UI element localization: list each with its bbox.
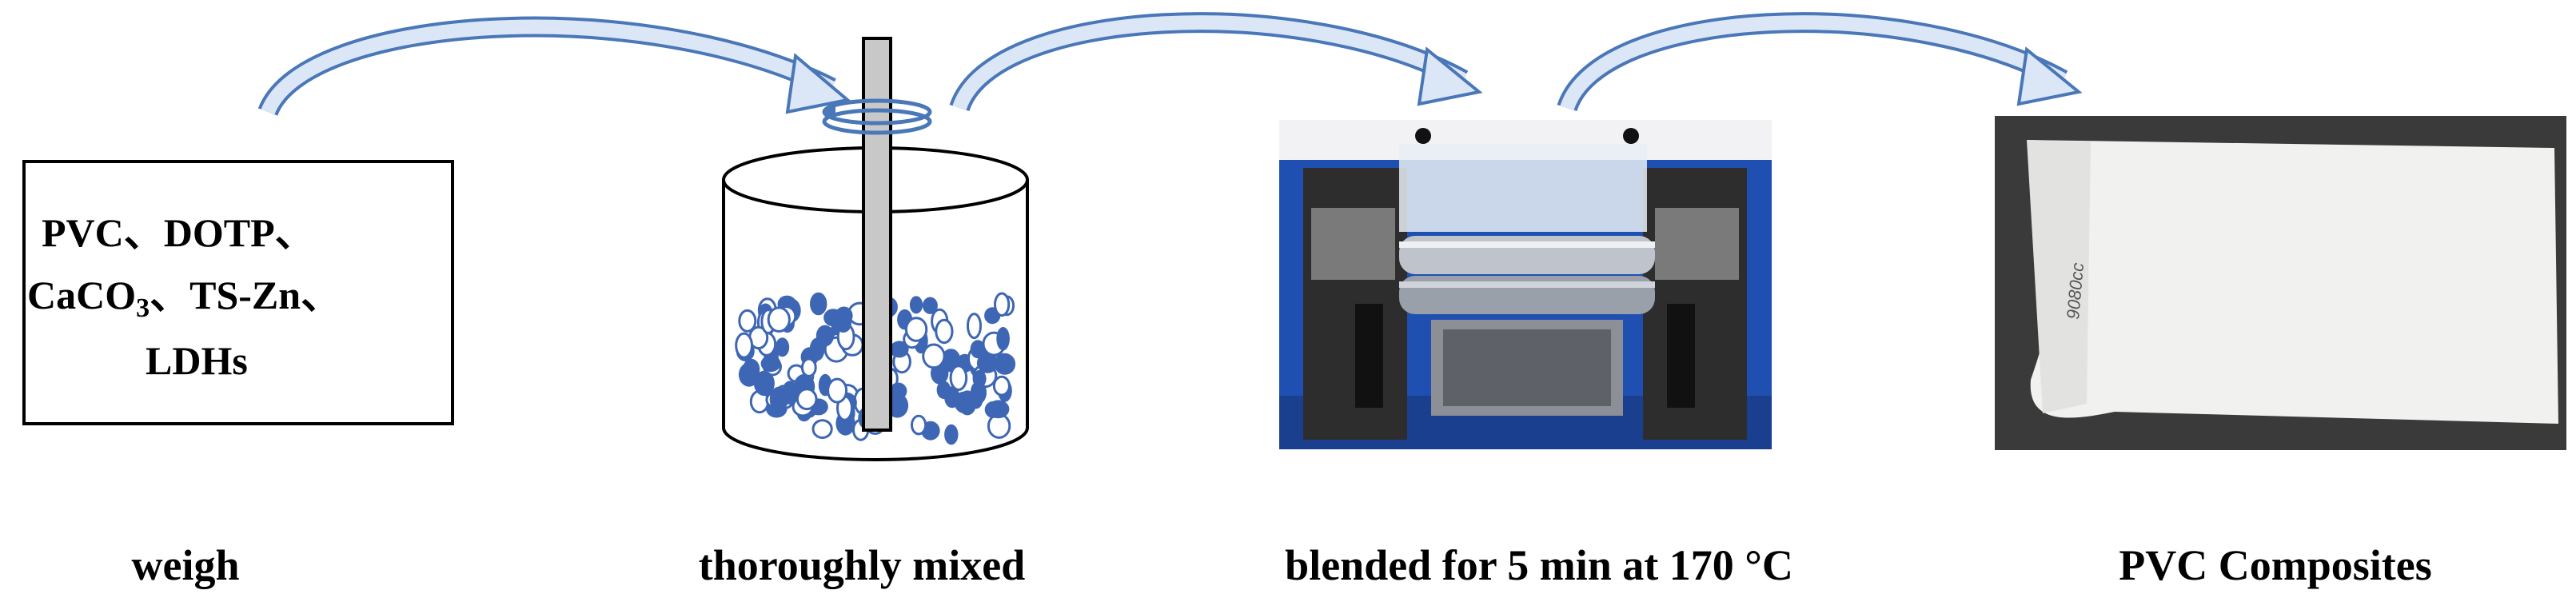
particle	[738, 309, 757, 333]
particle	[970, 381, 987, 405]
flow-arrow-3	[1557, 12, 2083, 112]
flow-arrow-1	[257, 16, 851, 117]
particle	[909, 296, 923, 314]
particle	[810, 292, 827, 316]
ingredient-line-3: LDHs	[146, 338, 248, 383]
particle	[815, 325, 834, 347]
particle	[922, 343, 946, 369]
particle	[811, 419, 833, 439]
two-roll-mill-drawing	[1279, 120, 1772, 449]
particle	[782, 381, 798, 405]
particle	[954, 391, 974, 413]
particle	[827, 377, 848, 404]
particle	[775, 337, 790, 357]
particle	[949, 365, 968, 392]
step-label-blended: blended for 5 min at 170 °C	[1285, 541, 1793, 589]
particle	[967, 313, 982, 340]
step-label-weigh: weigh	[131, 541, 240, 589]
step-label-pvc-composites: PVC Composites	[2119, 541, 2432, 589]
svg-text:9080cc: 9080cc	[2063, 262, 2088, 321]
ingredient-line-2: CaCO3、TS-Zn、	[27, 273, 341, 323]
particle	[904, 317, 928, 342]
particle	[994, 353, 1016, 375]
particle	[976, 353, 999, 373]
pvc-composite-photo: 9080cc	[1995, 116, 2566, 450]
particle	[911, 414, 927, 436]
particle	[796, 388, 818, 411]
particle	[996, 327, 1010, 351]
particle	[760, 355, 781, 373]
particle	[994, 292, 1011, 317]
flow-arrow-2	[949, 12, 1483, 112]
particle	[735, 332, 753, 359]
two-roll-mill-photo	[1279, 120, 1772, 449]
particle	[800, 357, 817, 377]
particle	[944, 424, 959, 445]
particle	[890, 341, 909, 358]
stirrer-rod	[822, 37, 932, 432]
particle	[970, 340, 986, 359]
step-label-mixed: thoroughly mixed	[698, 541, 1026, 589]
sample-marking: 9080cc	[2063, 262, 2088, 321]
particle	[987, 400, 1010, 419]
particle	[742, 358, 760, 381]
pvc-sheet-drawing: 9080cc	[1995, 116, 2566, 450]
particle	[753, 370, 775, 397]
particle	[992, 375, 1011, 397]
particle	[767, 306, 791, 333]
particle	[922, 297, 938, 314]
particle	[935, 318, 954, 345]
ingredients-box: PVC、DOTP、 CaCO3、TS-Zn、 LDHs	[22, 160, 454, 425]
ingredient-line-1: PVC、DOTP、	[42, 210, 315, 255]
particle	[823, 309, 843, 327]
